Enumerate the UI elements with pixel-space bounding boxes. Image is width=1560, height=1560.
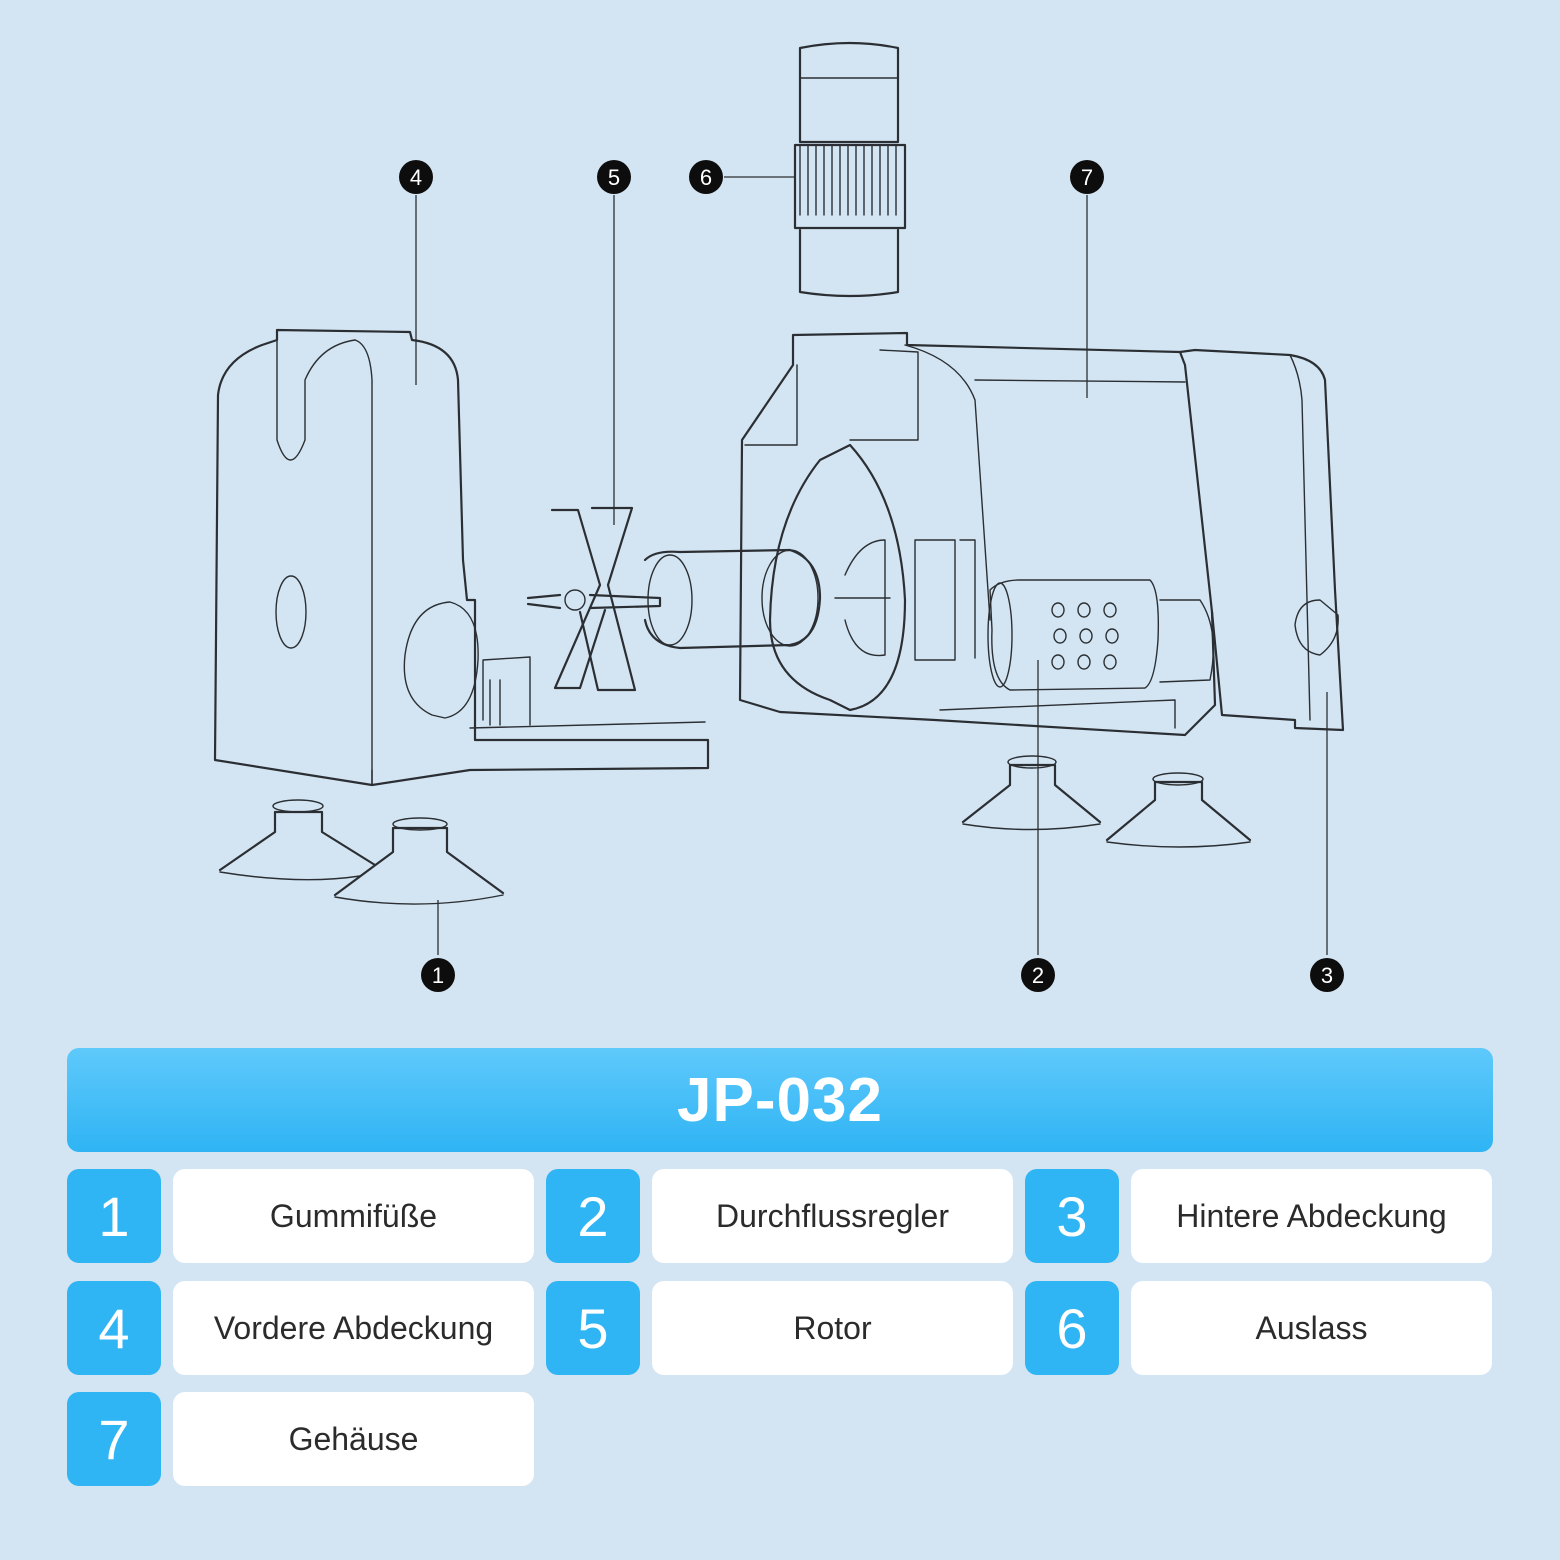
callout-2: 2 xyxy=(1021,958,1055,992)
legend-label-3: Hintere Abdeckung xyxy=(1131,1169,1492,1263)
outlet-drawing xyxy=(793,41,907,298)
rotor-drawing xyxy=(526,506,822,692)
legend-label-4: Vordere Abdeckung xyxy=(173,1281,534,1375)
callout-4: 4 xyxy=(399,160,433,194)
legend-number-7: 7 xyxy=(67,1392,161,1486)
legend-number-3: 3 xyxy=(1025,1169,1119,1263)
leader-lines xyxy=(415,176,1328,955)
svg-text:2: 2 xyxy=(1032,963,1044,988)
svg-text:5: 5 xyxy=(608,165,620,190)
svg-text:4: 4 xyxy=(410,165,422,190)
legend-label-5: Rotor xyxy=(652,1281,1013,1375)
legend-label-1: Gummifüße xyxy=(173,1169,534,1263)
callout-3: 3 xyxy=(1310,958,1344,992)
legend-number-6: 6 xyxy=(1025,1281,1119,1375)
flow-regulator-holes xyxy=(1051,602,1119,670)
svg-text:1: 1 xyxy=(432,963,444,988)
callout-7: 7 xyxy=(1070,160,1104,194)
legend-label-6: Auslass xyxy=(1131,1281,1492,1375)
svg-text:6: 6 xyxy=(700,165,712,190)
svg-text:3: 3 xyxy=(1321,963,1333,988)
legend-number-1: 1 xyxy=(67,1169,161,1263)
callout-5: 5 xyxy=(597,160,631,194)
front-cover-drawing xyxy=(213,328,710,787)
model-title-bar: JP-032 xyxy=(67,1048,1493,1152)
rubber-feet-right-drawing xyxy=(961,755,1252,848)
housing-drawing xyxy=(738,331,1217,737)
callout-1: 1 xyxy=(421,958,455,992)
model-title: JP-032 xyxy=(677,1065,883,1135)
exploded-pump-diagram: 4 5 6 7 1 2 3 xyxy=(213,41,1345,992)
back-cover-drawing xyxy=(1178,348,1345,732)
legend-label-2: Durchflussregler xyxy=(652,1169,1013,1263)
legend-number-5: 5 xyxy=(546,1281,640,1375)
legend-label-7: Gehäuse xyxy=(173,1392,534,1486)
legend-number-4: 4 xyxy=(67,1281,161,1375)
legend-number-2: 2 xyxy=(546,1169,640,1263)
rubber-feet-left-drawing xyxy=(218,799,505,905)
callout-6: 6 xyxy=(689,160,723,194)
svg-text:7: 7 xyxy=(1081,165,1093,190)
